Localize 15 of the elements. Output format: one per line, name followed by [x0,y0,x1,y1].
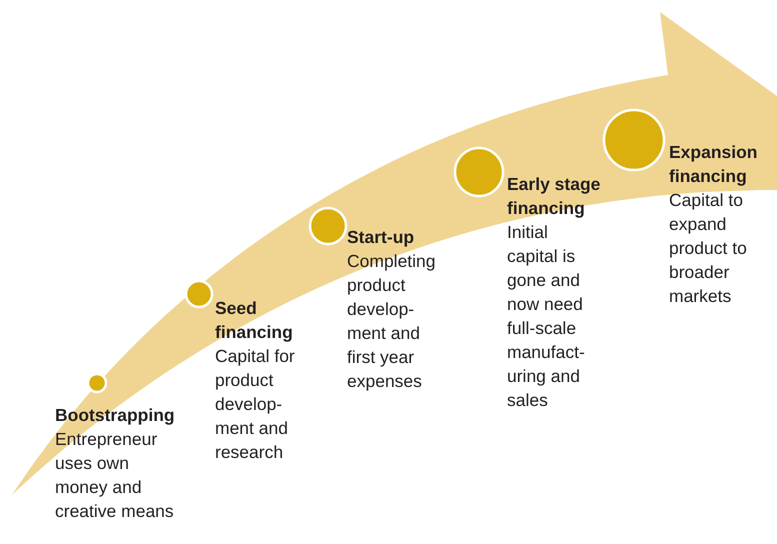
stage-marker [86,372,108,394]
stage-heading: Bootstrapping [55,404,176,427]
stage-description: Entrepreneur uses own money and creative means [55,428,175,523]
stage-description: Completing product develop- ment and first year expenses [347,250,437,393]
stage-description: Capital for product develop- ment and research [215,345,296,464]
stage-heading: Expansion financing [669,141,758,188]
stage-marker [184,280,214,308]
stage-heading: Seed financing [215,297,294,344]
stage-marker [308,206,348,246]
stage-marker [454,146,504,198]
stage-description: Initial capital is gone and now need full-scale manufact- uring and sales [507,221,586,412]
stage-heading: Early stage financing [507,173,602,220]
stage-heading: Start-up [347,226,416,249]
stage-marker [602,108,666,172]
stage-description: Capital to expand product to broader markets [669,189,748,308]
